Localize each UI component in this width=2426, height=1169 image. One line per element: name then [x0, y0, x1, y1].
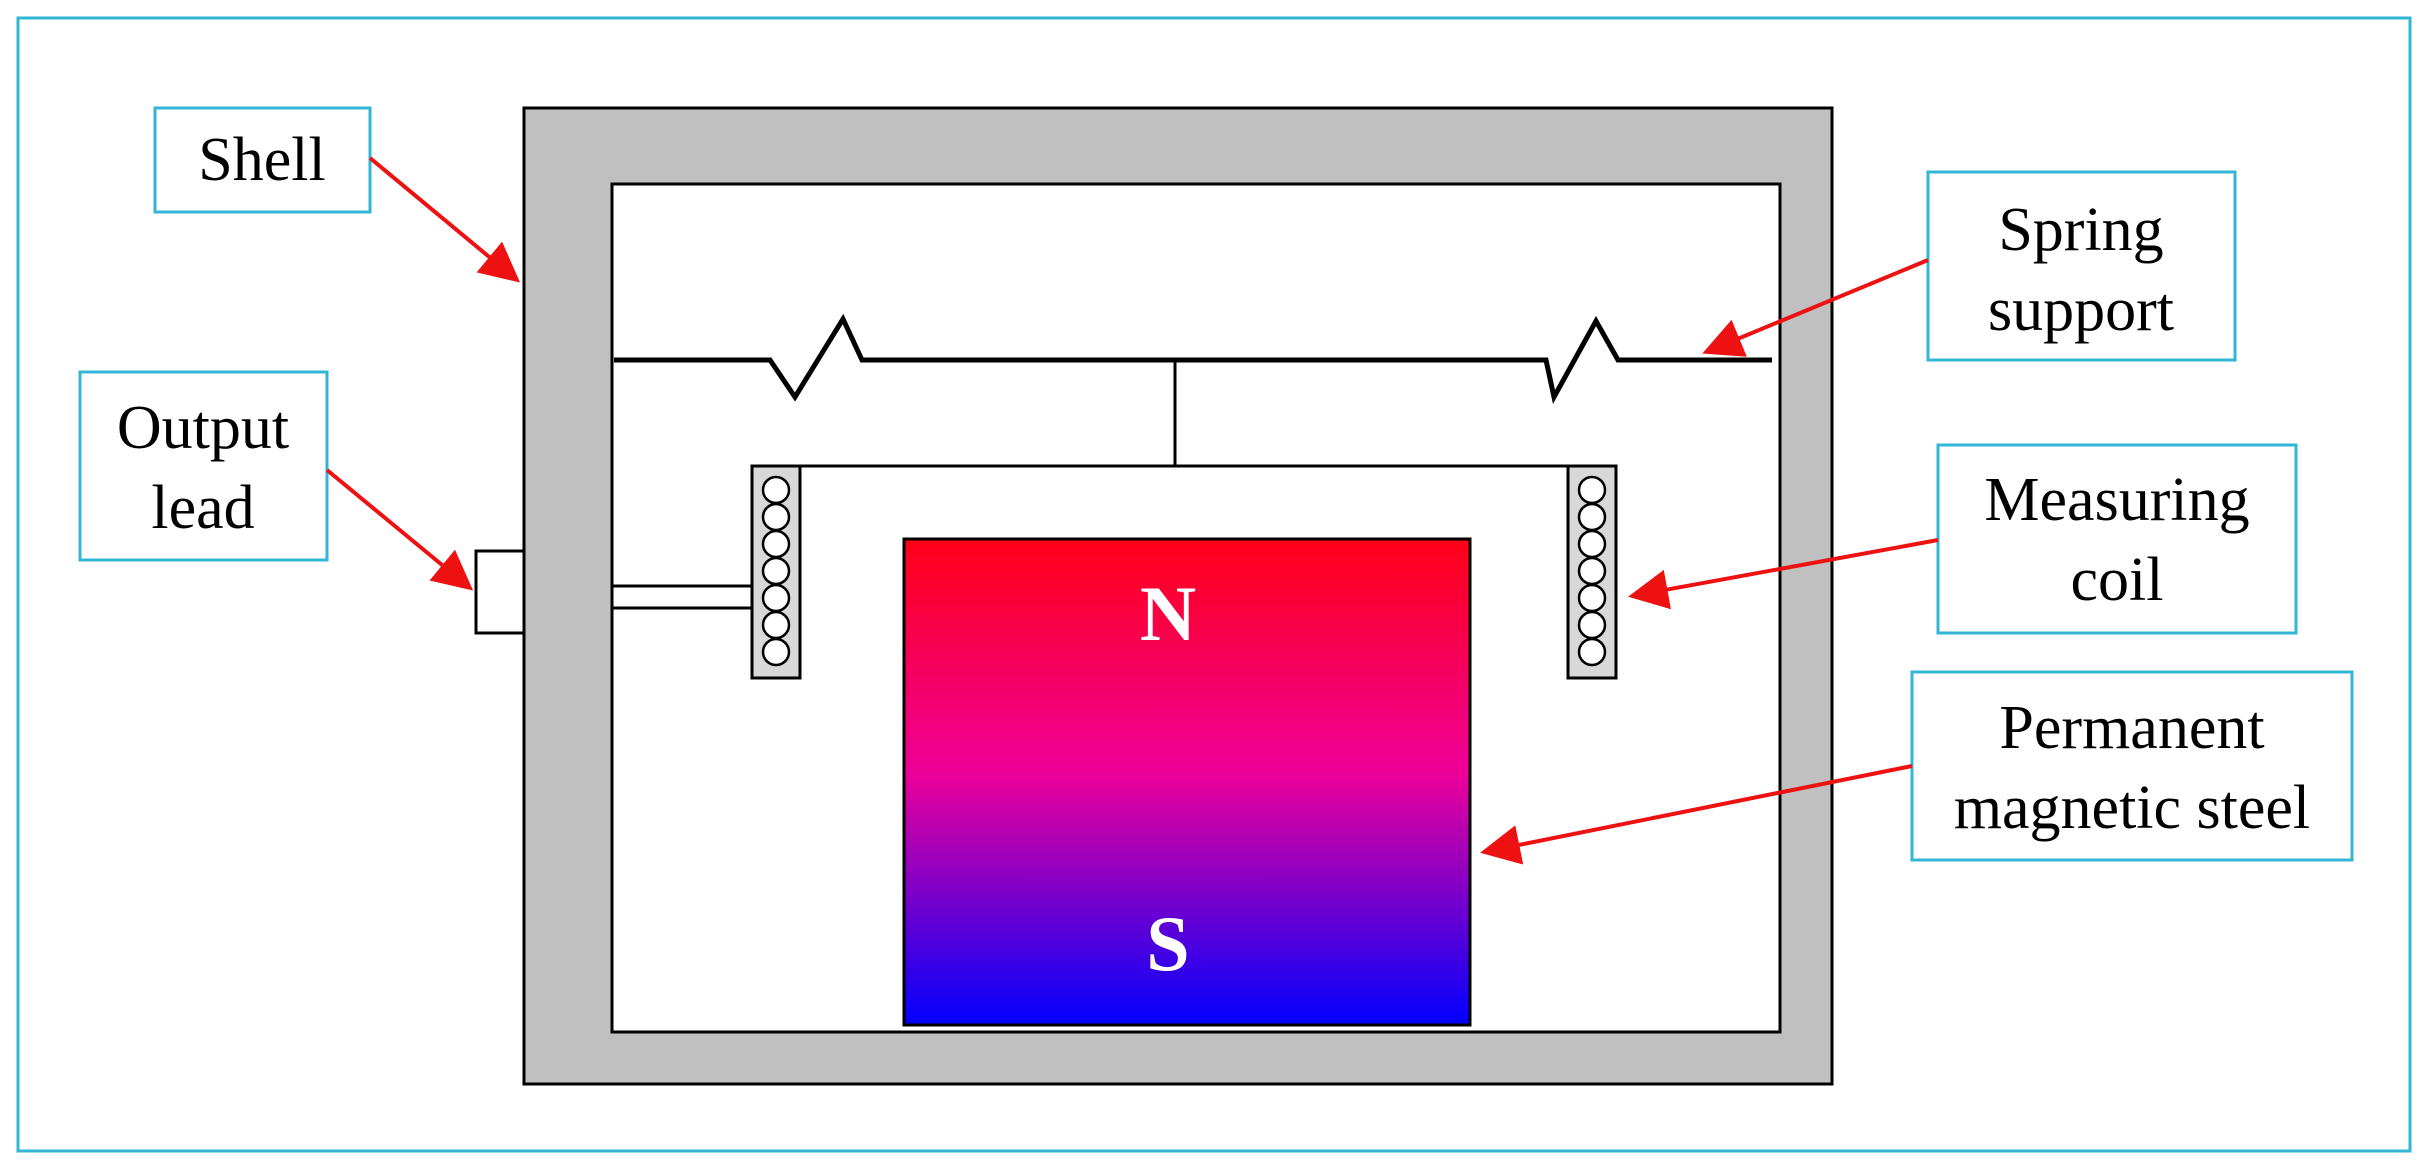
permanent-magnet: N S [902, 537, 1472, 1027]
callout-spring-support-line1: Spring [1998, 196, 2163, 264]
arrow-measuring-coil [1628, 538, 1939, 610]
callout-output-lead: Output lead [78, 370, 329, 562]
callout-spring-support: Spring support [1926, 170, 2237, 362]
measuring-coil-right [1566, 464, 1618, 680]
callout-measuring-coil-line1: Measuring [1984, 466, 2249, 534]
spring-support [614, 313, 1772, 405]
arrow-spring-support [1702, 258, 1929, 357]
callout-measuring-coil: Measuring coil [1936, 443, 2298, 635]
callout-spring-support-line2: support [1988, 276, 2174, 344]
north-pole-label: N [1140, 570, 1196, 657]
callout-measuring-coil-line2: coil [2071, 546, 2164, 614]
callout-permanent-magnetic-steel-line1: Permanent [1999, 694, 2264, 762]
coil-holder [752, 360, 1616, 468]
arrow-shell [368, 156, 521, 283]
callout-output-lead-line1: Output [117, 394, 289, 462]
arrow-output-lead [325, 468, 474, 591]
callout-permanent-magnetic-steel-line2: magnetic steel [1954, 774, 2310, 842]
arrow-permanent-magnetic-steel [1480, 764, 1913, 865]
callout-shell: Shell [153, 106, 372, 214]
measuring-coil-left [750, 464, 802, 680]
south-pole-label: S [1146, 900, 1189, 987]
callout-permanent-magnetic-steel: Permanent magnetic steel [1910, 670, 2354, 862]
callout-output-lead-line2: lead [151, 474, 254, 542]
outer-frame [16, 16, 2412, 1153]
callout-shell-label: Shell [198, 126, 325, 194]
